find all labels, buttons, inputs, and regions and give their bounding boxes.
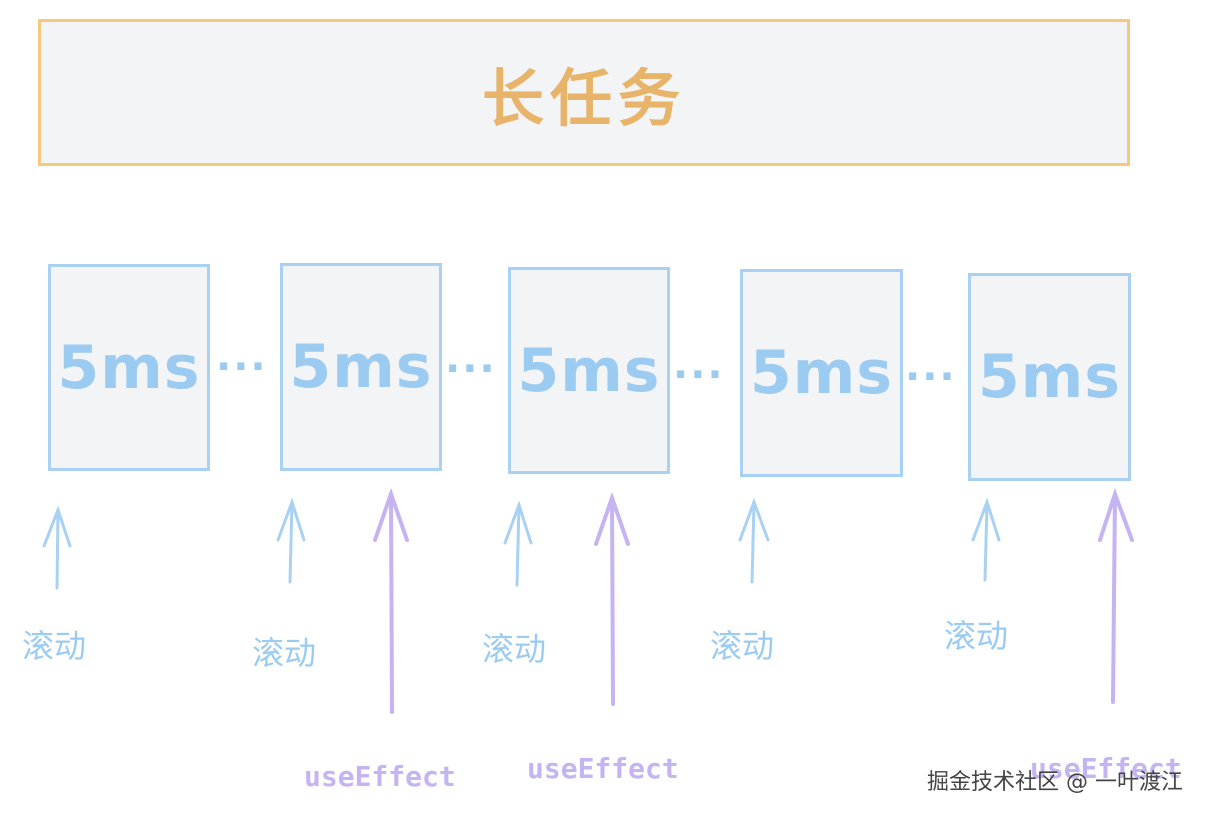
separator-dots: ··· xyxy=(216,344,268,390)
effect-label: useEffect xyxy=(1030,752,1182,785)
scroll-label: 滚动 xyxy=(482,630,547,668)
slice-label: 5ms xyxy=(57,332,201,403)
task-slice-1: 5ms xyxy=(48,264,210,471)
task-slice-3: 5ms xyxy=(508,267,670,474)
scroll-arrow-1 xyxy=(42,505,72,590)
scroll-arrow-4 xyxy=(738,497,770,584)
slice-label: 5ms xyxy=(517,335,661,406)
effect-arrow-1 xyxy=(373,487,409,714)
long-task-label: 长任务 xyxy=(481,61,686,135)
task-slice-2: 5ms xyxy=(280,263,442,471)
scroll-label: 滚动 xyxy=(22,627,87,665)
effect-label: useEffect xyxy=(527,752,679,785)
scroll-arrow-2 xyxy=(276,497,306,584)
scroll-label: 滚动 xyxy=(710,627,775,665)
slice-label: 5ms xyxy=(750,338,893,408)
separator-dots: ··· xyxy=(445,346,497,392)
separator-dots: ··· xyxy=(673,352,725,398)
effect-arrow-2 xyxy=(594,491,630,706)
task-slice-5: 5ms xyxy=(968,273,1131,481)
effect-label: useEffect xyxy=(304,760,456,793)
long-task-box: 长任务 xyxy=(38,19,1130,166)
task-slice-4: 5ms xyxy=(740,269,903,477)
scroll-label: 滚动 xyxy=(252,634,317,672)
slice-label: 5ms xyxy=(289,332,433,402)
watermark: 掘金技术社区 @ 一叶渡江 xyxy=(927,770,1183,795)
scroll-arrow-5 xyxy=(971,497,1001,582)
scroll-label: 滚动 xyxy=(944,617,1009,655)
separator-dots: ··· xyxy=(905,354,957,400)
effect-arrow-3 xyxy=(1098,487,1134,704)
slice-label: 5ms xyxy=(978,342,1121,412)
scroll-arrow-3 xyxy=(503,500,533,587)
